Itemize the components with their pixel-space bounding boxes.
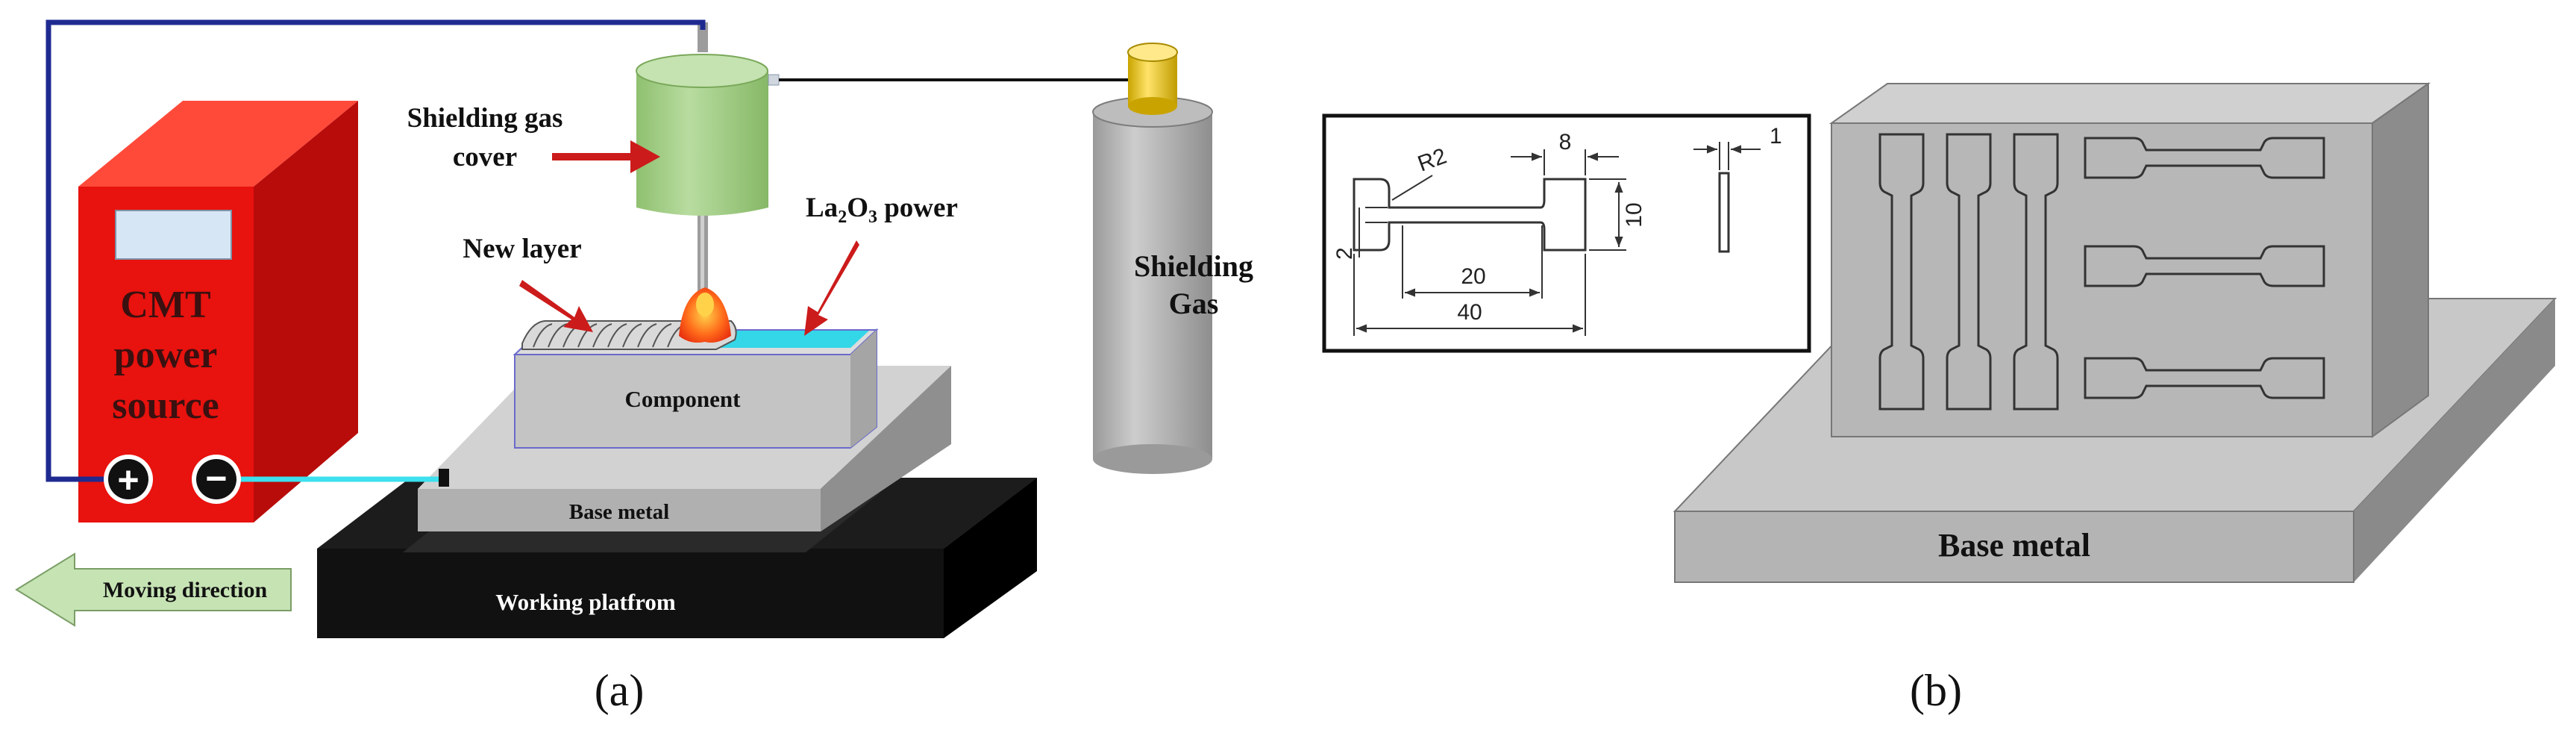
dim-grip-width: 8 [1559, 130, 1572, 155]
deposited-wall [1828, 82, 2431, 438]
la2o3-label: La2O3 power [806, 193, 958, 227]
gas-cylinder-label-2: Gas [1169, 287, 1219, 320]
component-label: Component [624, 386, 741, 412]
power-source-label-2: power [114, 334, 218, 376]
vertical-specimens [1878, 133, 2059, 411]
base-metal-label-a: Base metal [569, 500, 670, 524]
arrow-to-new-layer [519, 280, 593, 332]
arrow-to-cover [552, 140, 660, 173]
caption-a: (a) [595, 666, 645, 715]
power-source-label-1: CMT [120, 284, 210, 326]
new-layer-label: New layer [463, 234, 581, 264]
dim-gauge-length: 20 [1461, 264, 1485, 289]
specimen-drawing: R2 8 1 2 10 20 40 [1322, 113, 1811, 353]
moving-direction-label: Moving direction [103, 578, 268, 602]
positive-terminal-icon: + [117, 459, 139, 501]
ground-clamp [439, 469, 449, 487]
dim-thickness: 1 [1770, 124, 1782, 149]
panel-a: Working platfrom Base metal Comp [15, 19, 1253, 715]
negative-terminal-icon: − [205, 458, 227, 499]
positive-cable [46, 19, 706, 482]
dim-gauge-height: 2 [1332, 247, 1357, 260]
working-platform-label: Working platfrom [495, 589, 676, 615]
dim-total-height: 10 [1622, 202, 1646, 227]
callout-arrows [519, 140, 859, 336]
base-metal-label-b: Base metal [1938, 527, 2090, 564]
la2o3-powder-layer [716, 331, 869, 348]
power-source-label-3: source [112, 384, 219, 427]
caption-b: (b) [1910, 666, 1962, 715]
dogbone-outline [1353, 172, 1730, 253]
dimension-lines [1353, 142, 1761, 336]
dim-total-length: 40 [1457, 300, 1482, 325]
gas-cylinder: Shielding Gas [1092, 43, 1253, 474]
cover-label-2: cover [453, 142, 517, 172]
cover-label-1: Shielding gas [407, 103, 563, 134]
cmt-power-source: CMT power source + − [78, 101, 358, 523]
shielding-gas-cover [636, 22, 780, 216]
horizontal-specimens [2084, 137, 2325, 399]
gas-cylinder-label-1: Shielding [1134, 249, 1253, 283]
component-block: Component [513, 320, 879, 449]
gas-hose [779, 78, 1154, 90]
panel-b: R2 8 1 2 10 20 40 Base metal [1322, 82, 2557, 715]
arrow-to-powder [804, 240, 859, 336]
power-display-screen [115, 210, 232, 260]
moving-direction-arrow: Moving direction [15, 552, 292, 627]
